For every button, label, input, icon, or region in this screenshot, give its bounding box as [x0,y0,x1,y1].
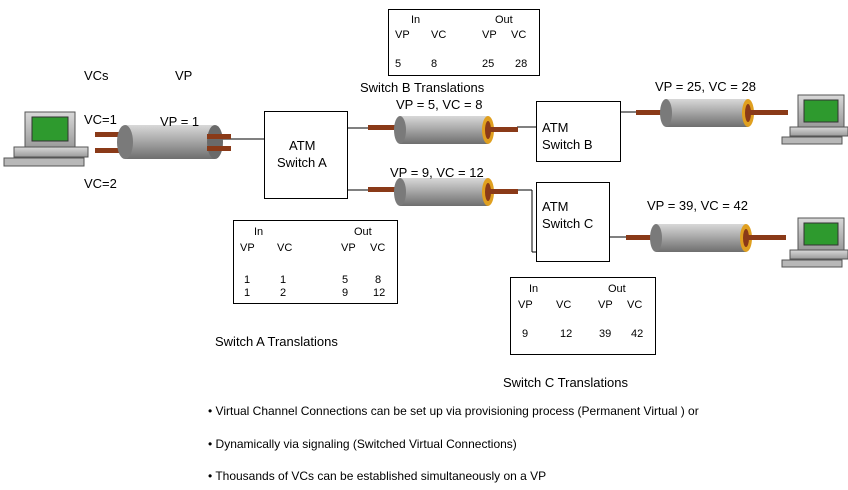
vc2-label: VC=2 [84,176,117,191]
vp25vc28-label: VP = 25, VC = 28 [655,79,756,94]
vp5vc8-label: VP = 5, VC = 8 [396,97,482,112]
atm-switch-b[interactable]: ATM Switch B [536,101,621,162]
switch-c-cell: 12 [560,328,572,340]
switch-a-cell: 12 [373,287,385,299]
switch-a-col-in-vc: VC [277,242,292,254]
switch-a-col-in-vp: VP [240,242,255,254]
atm-switch-c[interactable]: ATM Switch C [536,182,610,262]
switch-a-col-out-vp: VP [341,242,356,254]
switch-c-cell: 42 [631,328,643,340]
switch-a-out-header: Out [354,226,372,238]
vp39vc42-label: VP = 39, VC = 42 [647,198,748,213]
switch-a-cell: 9 [342,287,348,299]
switch-a-cell: 1 [280,274,286,286]
vp1-label: VP = 1 [160,114,199,129]
switch-b-cell: 28 [515,58,527,70]
switch-b-out-header: Out [495,14,513,26]
vp-label: VP [175,68,192,83]
switch-b-cell: 5 [395,58,401,70]
switch-a-translation-table: In Out VP VC VP VC 1 1 5 8 1 2 9 12 [233,220,398,304]
bullet-item: • Thousands of VCs can be established si… [208,469,546,483]
switch-b-translation-table: In Out VP VC VP VC 5 8 25 28 [388,9,540,76]
vp39-pipe [626,224,786,252]
switch-b-cell: 25 [482,58,494,70]
bullet-item: • Virtual Channel Connections can be set… [208,404,699,418]
switch-b-line1: ATM [542,119,568,136]
switch-b-line2: Switch B [542,136,593,153]
switch-c-line2: Switch C [542,215,593,232]
switch-c-col-in-vc: VC [556,299,571,311]
vp1-pipe [95,125,231,159]
computer-right-bottom-icon [782,218,848,267]
atm-switch-a[interactable]: ATM Switch A [264,111,348,199]
computer-right-top-icon [782,95,848,144]
switch-b-col-in-vc: VC [431,29,446,41]
switch-c-col-in-vp: VP [518,299,533,311]
bullet-item: • Dynamically via signaling (Switched Vi… [208,437,517,451]
switch-a-line2: Switch A [277,154,327,171]
switch-c-col-out-vp: VP [598,299,613,311]
switch-b-col-out-vp: VP [482,29,497,41]
switch-c-translations-caption: Switch C Translations [503,375,628,390]
switch-c-cell: 9 [522,328,528,340]
switch-c-cell: 39 [599,328,611,340]
vp5-pipe [368,116,518,144]
switch-c-translation-table: In Out VP VC VP VC 9 12 39 42 [510,277,656,355]
switch-b-col-in-vp: VP [395,29,410,41]
switch-b-translations-caption: Switch B Translations [360,80,484,95]
switch-a-col-out-vc: VC [370,242,385,254]
switch-a-cell: 5 [342,274,348,286]
switch-c-in-header: In [529,283,538,295]
switch-c-col-out-vc: VC [627,299,642,311]
switch-c-out-header: Out [608,283,626,295]
computer-left-icon [4,112,88,166]
switch-a-in-header: In [254,226,263,238]
vc1-label: VC=1 [84,112,117,127]
switch-a-cell: 1 [244,274,250,286]
vp25-pipe [636,99,788,127]
switch-a-cell: 8 [375,274,381,286]
switch-b-in-header: In [411,14,420,26]
vp9-pipe [368,178,518,206]
switch-a-cell: 2 [280,287,286,299]
switch-b-cell: 8 [431,58,437,70]
switch-a-translations-caption: Switch A Translations [215,334,338,349]
vp9vc12-label: VP = 9, VC = 12 [390,165,484,180]
switch-b-col-out-vc: VC [511,29,526,41]
switch-a-cell: 1 [244,287,250,299]
vcs-label: VCs [84,68,109,83]
switch-c-line1: ATM [542,198,568,215]
switch-a-line1: ATM [289,137,315,154]
